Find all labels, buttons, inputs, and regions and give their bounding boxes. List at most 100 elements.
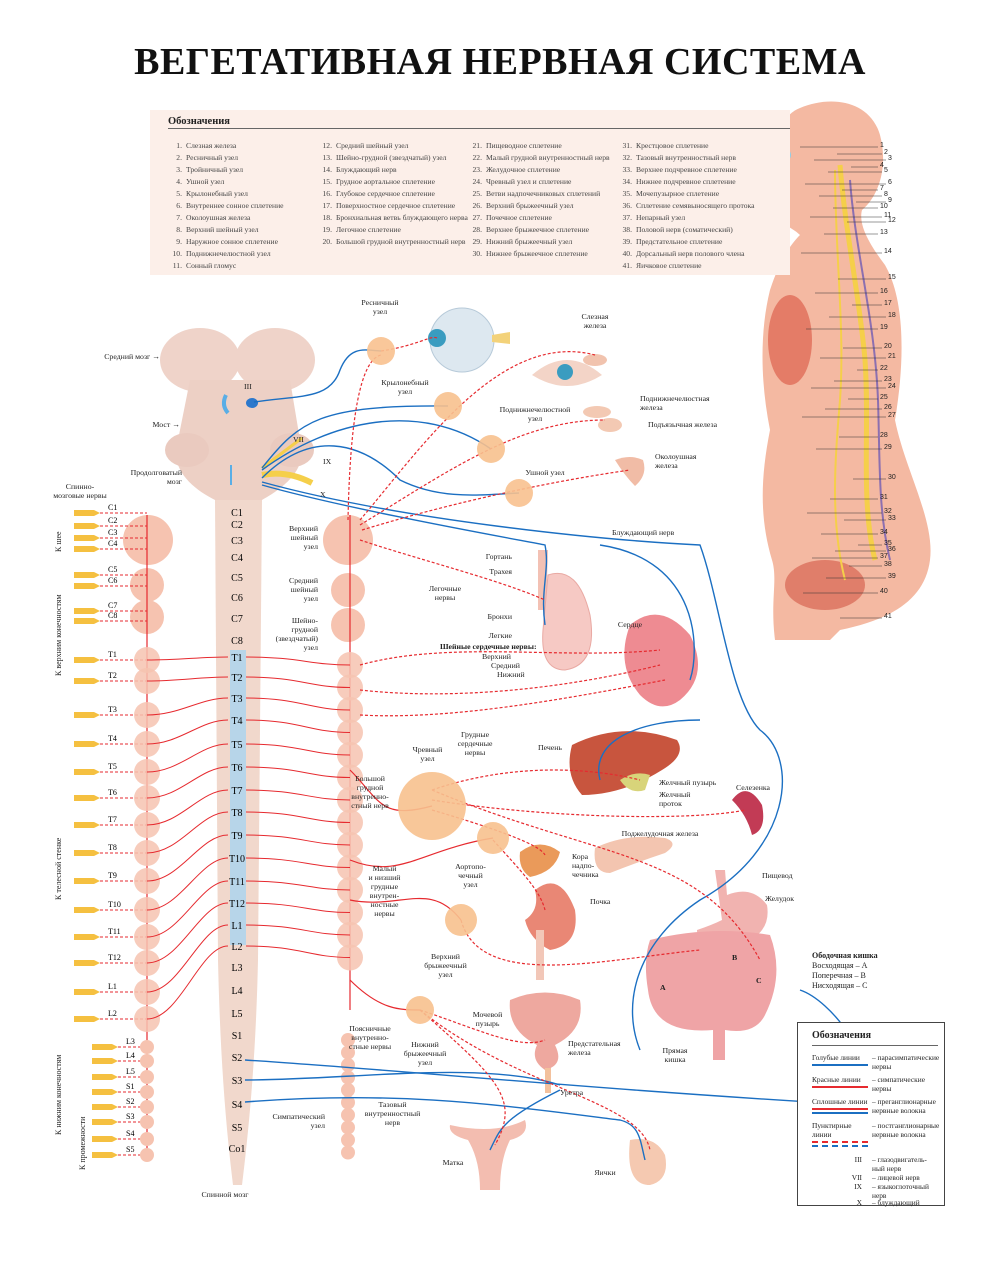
solid-blue-swatch — [812, 1112, 868, 1114]
callout-number: 18 — [888, 312, 896, 319]
legend-item-number: 23. — [472, 165, 483, 174]
callout-number: 4 — [880, 162, 884, 169]
bladder — [509, 992, 581, 1070]
label-liver: Печень — [537, 743, 562, 752]
callout-number: 25 — [880, 394, 888, 401]
spinal-nerve-label: T9 — [108, 871, 117, 880]
legend-item-number: 22. — [472, 153, 483, 162]
aorticorenal-ganglion — [477, 822, 509, 854]
lacrimal-gland — [583, 354, 607, 366]
legend-item: 36.Сплетение семявыносящего протока — [618, 200, 768, 212]
preganglionic-fiber — [245, 656, 351, 666]
preganglionic-fiber — [146, 697, 229, 716]
page-title: ВЕГЕТАТИВНАЯ НЕРВНАЯ СИСТЕМА — [134, 41, 866, 83]
legend-item-label: Мочепузырное сплетение — [636, 189, 720, 198]
callout-number: 12 — [888, 217, 896, 224]
spinal-nerve-label: C3 — [108, 528, 117, 537]
spinal-nerve-label: T6 — [108, 788, 117, 797]
legend-item-label: Легочное сплетение — [336, 225, 401, 234]
label-spinal-nerves: Спинно- мозговые нервы — [53, 482, 107, 500]
spinal-segment-label: C4 — [231, 553, 243, 564]
preganglionic-fiber — [245, 719, 351, 733]
legend-item-label: Ресничный узел — [186, 153, 239, 162]
sympathetic-chain-ganglion — [140, 1100, 154, 1114]
divider — [168, 128, 790, 129]
spinal-nerve-label: T10 — [108, 900, 121, 909]
legend-item-number: 20. — [322, 237, 333, 246]
legend-item-number: 32. — [622, 153, 633, 162]
sympathetic-chain-ganglion — [140, 1040, 154, 1054]
legend-item: 24.Чревный узел и сплетение — [468, 176, 618, 188]
callout-number: 21 — [888, 353, 896, 360]
brainstem — [160, 328, 315, 500]
label-pterygopalatine: Крылонебный узел — [381, 378, 429, 396]
label-cn-iii: III — [244, 382, 252, 391]
label-middle-cervical: Средний шейный узел — [289, 576, 318, 603]
spinal-nerve-label: T7 — [108, 815, 117, 824]
callout-number: 10 — [880, 203, 888, 210]
callout-number: 36 — [888, 546, 896, 553]
legend-item: 37.Непарный узел — [618, 212, 768, 224]
sympathetic-chain-ganglion — [341, 1120, 355, 1135]
legend-item-number: 19. — [322, 225, 333, 234]
legend-item-label: Крылонебный узел — [186, 189, 248, 198]
spinal-nerve-label: T3 — [108, 705, 117, 714]
legend-item-number: 34. — [622, 177, 633, 186]
spinal-nerve-icon — [74, 741, 100, 747]
spinal-nerve-icon — [92, 1119, 118, 1125]
spinal-nerve-icon — [92, 1152, 118, 1158]
legend-item-label: Яичковое сплетение — [636, 261, 702, 270]
spinal-nerve-icon — [74, 795, 100, 801]
heart — [624, 614, 698, 707]
legend-item-label: Нижнее брыжеечное сплетение — [486, 249, 588, 258]
legend-item-number: 33. — [622, 165, 633, 174]
legend-item-label: Большой грудной внутренностный нерв — [336, 237, 466, 246]
legend-item-number: 24. — [472, 177, 483, 186]
sympathetic-chain-ganglion — [331, 573, 365, 607]
legend-item-number: 13. — [322, 153, 333, 162]
label-lacrimal: Слезная железа — [581, 312, 609, 330]
callout-number: 8 — [884, 191, 888, 198]
callout-number: 16 — [880, 288, 888, 295]
sympathetic-chain-ganglion — [341, 1095, 355, 1110]
preganglionic-fiber — [146, 834, 229, 882]
spinal-nerve-icon — [74, 960, 100, 966]
legend-item-number: 31. — [622, 141, 633, 150]
spinal-nerve-label: S2 — [126, 1097, 134, 1106]
label-sublingual: Подъязычная железа — [648, 420, 718, 429]
sympathetic-chain-ganglion — [123, 515, 173, 565]
legend-item-number: 26. — [472, 201, 483, 210]
sympathetic-postganglionic-nerves — [347, 336, 761, 1151]
legend-item: 7.Околоушная железа — [168, 212, 318, 224]
spinal-nerve-icon — [74, 934, 100, 940]
legend-item-number: 30. — [472, 249, 483, 258]
label-parotid: Околоушная железа — [655, 452, 697, 470]
legend-item-label: Бронхиальная ветвь блуждающего нерва — [336, 213, 468, 222]
spinal-nerve-icon — [92, 1089, 118, 1095]
legend-item-number: 12. — [322, 141, 333, 150]
callout-number: 1 — [880, 142, 884, 149]
callout-number: 24 — [888, 383, 896, 390]
callout-number: 7 — [880, 185, 884, 192]
spinal-nerve-icon — [74, 989, 100, 995]
legend-item-label: Крестцовое сплетение — [636, 141, 709, 150]
sympathetic-chain-ganglion — [140, 1054, 154, 1068]
callout-number: 31 — [880, 494, 888, 501]
legend-item: 3.Тройничный узел — [168, 164, 318, 176]
label-otic: Ушной узел — [525, 468, 565, 477]
legend-item-label: Нижний брыжеечный узел — [486, 237, 573, 246]
spinal-nerve-label: S3 — [126, 1112, 134, 1121]
callout-number: 37 — [880, 553, 888, 560]
legend-item: 4.Ушной узел — [168, 176, 318, 188]
spinal-nerve-icon — [74, 572, 100, 578]
legend-item-label: Верхнее брыжеечное сплетение — [486, 225, 590, 234]
legend-item-label: Сонный гломус — [186, 261, 237, 270]
callout-number: 9 — [888, 197, 892, 204]
body-silhouette — [762, 101, 931, 640]
label-cervicothoracic: Шейно- грудной (звездчатый) узел — [275, 616, 318, 652]
legend-item-label: Дорсальный нерв полового члена — [636, 249, 745, 258]
legend-item-label: Половой нерв (соматический) — [636, 225, 733, 234]
spinal-segment-label: S3 — [232, 1076, 243, 1087]
callout-number: 39 — [888, 573, 896, 580]
legend-item: 1.Слезная железа — [168, 140, 318, 152]
